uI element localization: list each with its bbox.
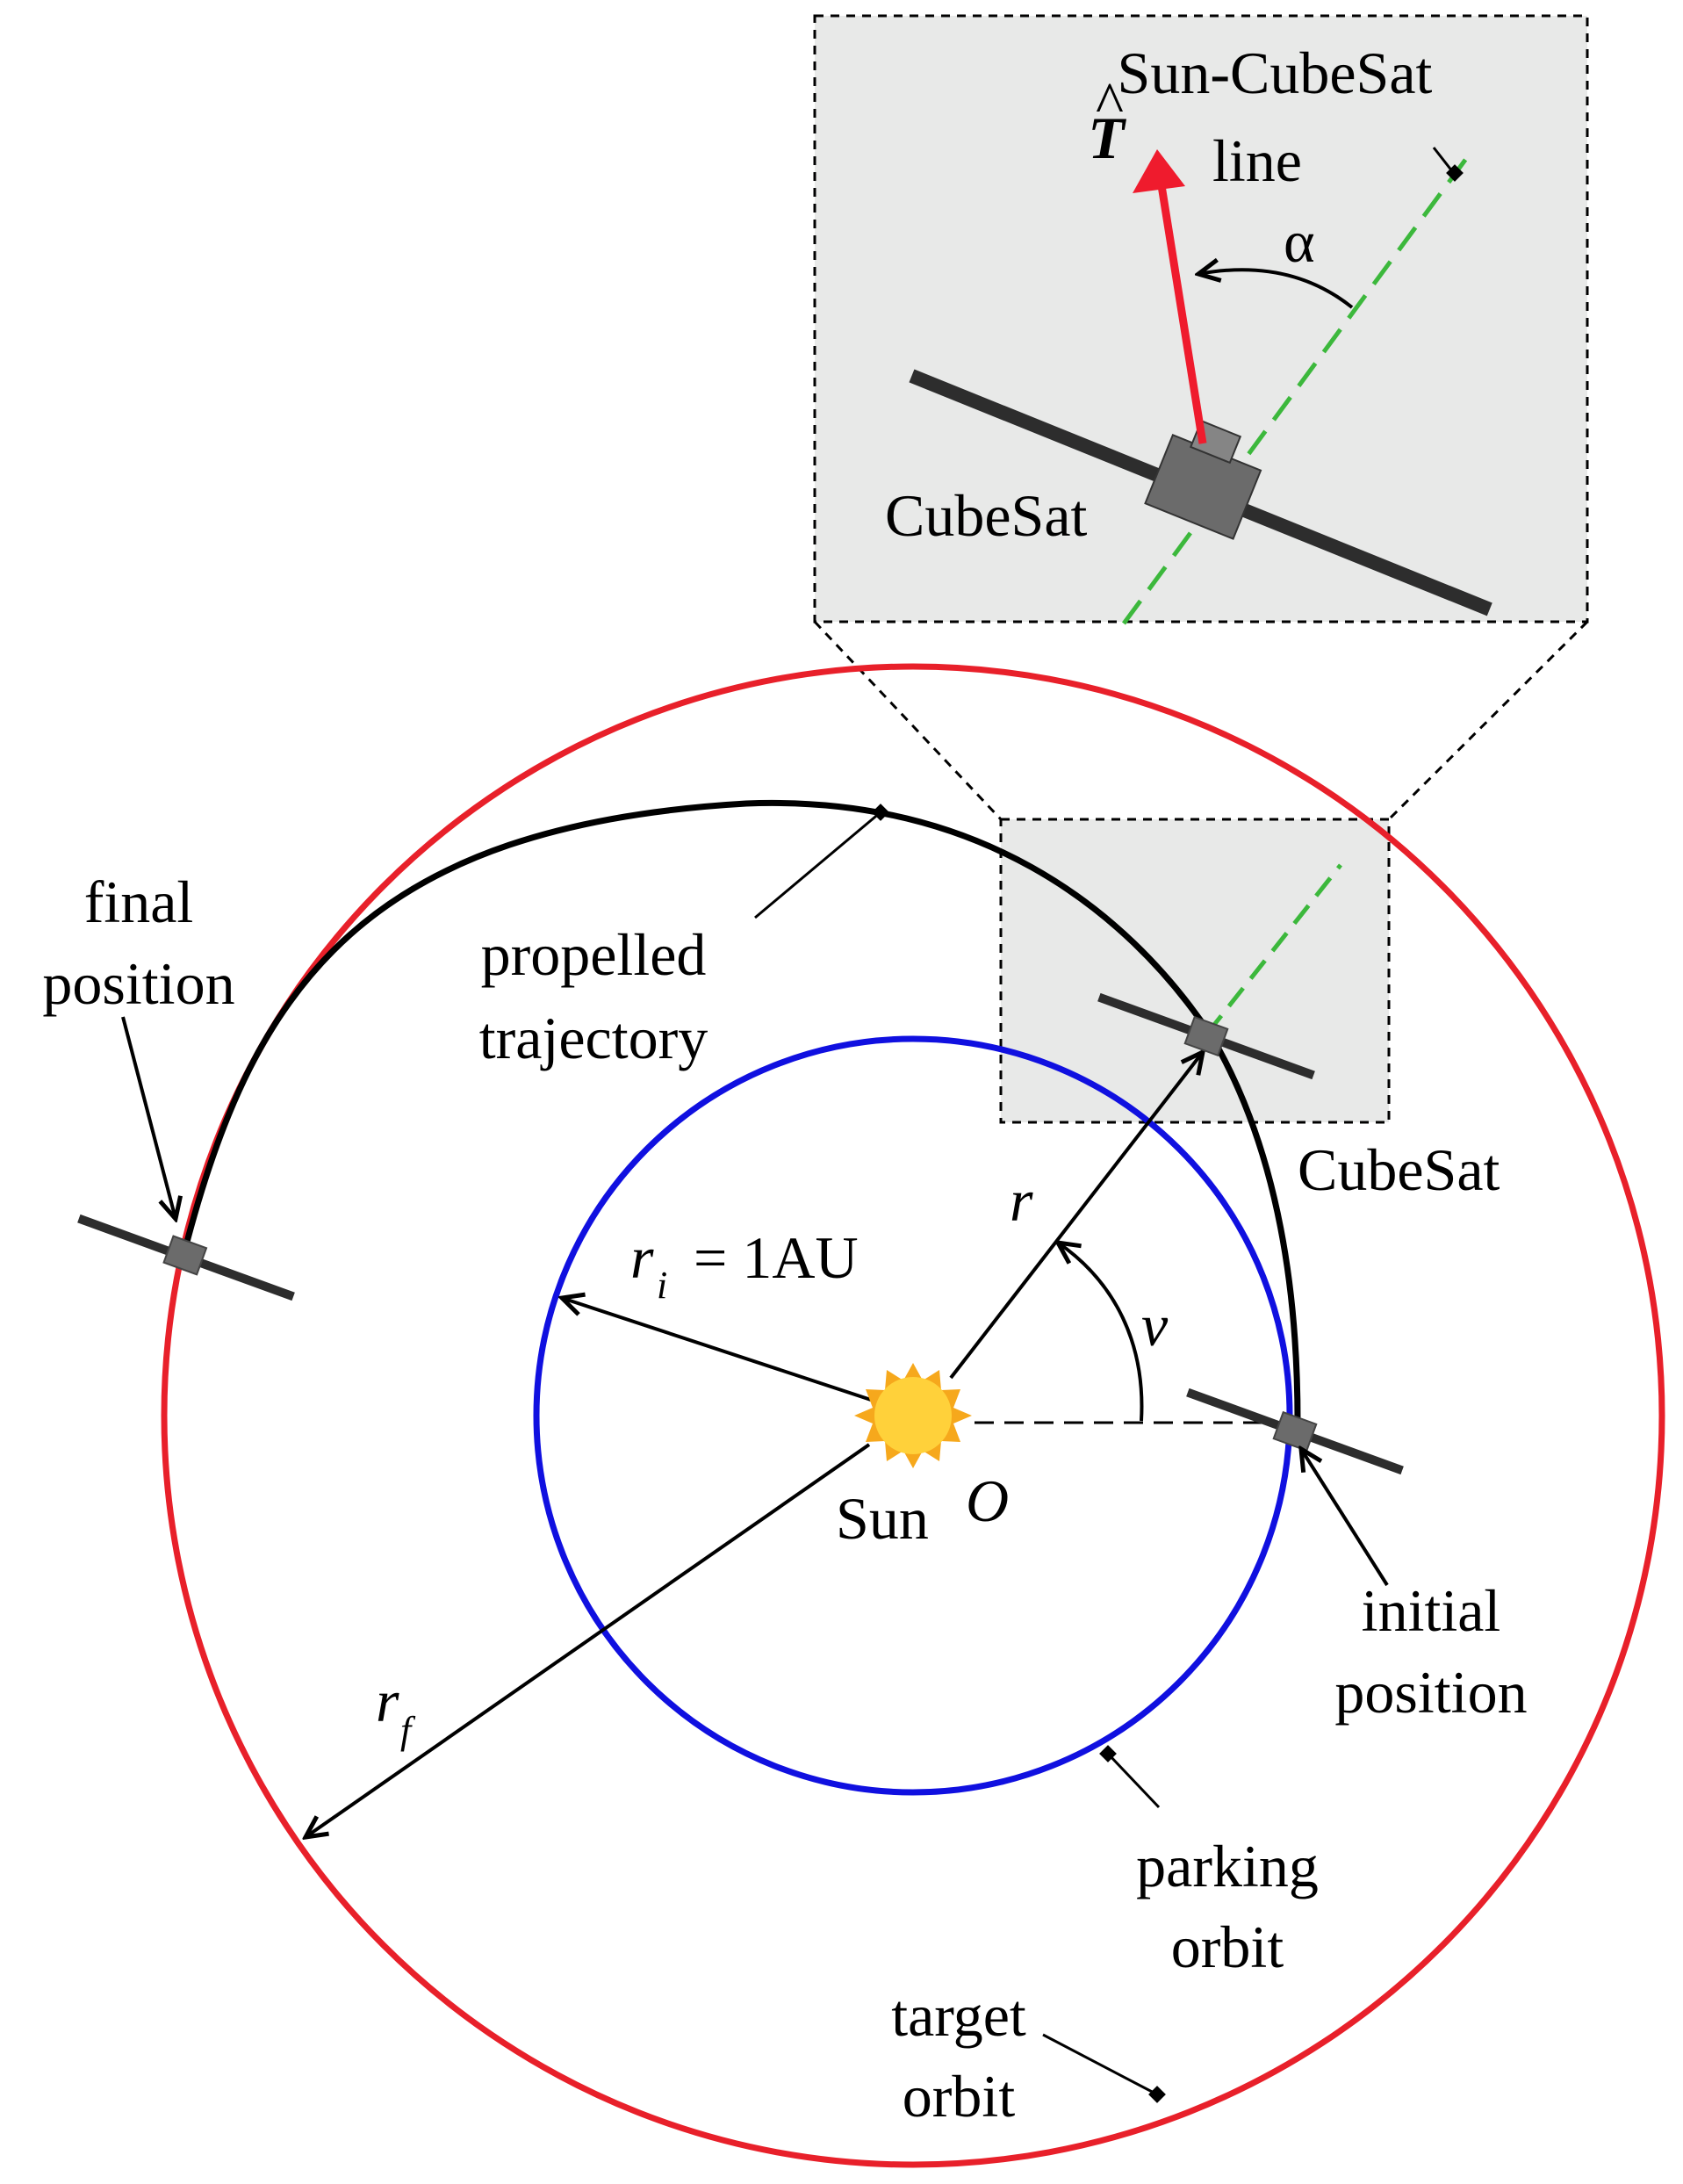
zoom-region-box bbox=[999, 818, 1391, 1124]
sun-cubesat-marker bbox=[1446, 164, 1464, 182]
nu-label: ν bbox=[1141, 1292, 1169, 1359]
spacecraft-final-icon bbox=[77, 1214, 295, 1301]
radius-vector-rf bbox=[306, 1443, 871, 1837]
target-orbit-label-2: orbit bbox=[903, 2063, 1016, 2130]
zoom-connector-left bbox=[813, 620, 1003, 821]
propelled-trajectory-label: propelled bbox=[481, 921, 707, 988]
ri-subscript: i bbox=[657, 1264, 667, 1307]
initial-position-label-2: position bbox=[1334, 1659, 1527, 1726]
radius-vector-ri bbox=[562, 1298, 874, 1402]
parking-orbit-label: parking bbox=[1136, 1833, 1319, 1899]
propelled-trajectory-path bbox=[183, 799, 1301, 1422]
rf-symbol: r bbox=[376, 1668, 399, 1734]
target-orbit-marker bbox=[1148, 2086, 1166, 2103]
initial-position-label: initial bbox=[1362, 1577, 1501, 1644]
target-orbit-label: target bbox=[891, 1982, 1026, 2049]
radius-vector-r bbox=[949, 1052, 1203, 1380]
initial-position-arrow bbox=[1301, 1449, 1389, 1587]
propelled-trajectory-label-2: trajectory bbox=[479, 1005, 708, 1071]
parking-orbit-label-2: orbit bbox=[1171, 1914, 1284, 1980]
sun-label: Sun bbox=[836, 1485, 929, 1552]
final-position-label-2: position bbox=[42, 950, 234, 1017]
parking-orbit-marker bbox=[1099, 1745, 1117, 1762]
cubesat-main-label: CubeSat bbox=[1298, 1136, 1500, 1203]
thrust-hat: ^ bbox=[1096, 69, 1124, 136]
origin-label: O bbox=[966, 1467, 1009, 1534]
thrust-symbol: T bbox=[1088, 105, 1126, 171]
ri-value: = 1AU bbox=[694, 1224, 859, 1291]
sun-icon bbox=[854, 1363, 972, 1468]
alpha-angle-arc bbox=[1198, 270, 1354, 309]
spacecraft-transit-icon bbox=[1097, 992, 1315, 1080]
spacecraft-initial-icon bbox=[1186, 1388, 1404, 1475]
trajectory-leader bbox=[754, 811, 881, 919]
sun-cubesat-line-label-2: line bbox=[1212, 127, 1302, 194]
final-position-label: final bbox=[84, 869, 194, 935]
r-label: r bbox=[1010, 1167, 1033, 1234]
sun-cubesat-line-inset bbox=[1121, 155, 1471, 625]
target-orbit-leader bbox=[1042, 2033, 1158, 2096]
cubesat-inset-label: CubeSat bbox=[885, 482, 1088, 549]
thrust-vector bbox=[1156, 179, 1207, 444]
parking-orbit-leader bbox=[1106, 1752, 1161, 1809]
zoom-connector-right bbox=[1387, 620, 1589, 821]
thrust-arrowhead bbox=[1133, 149, 1185, 193]
ri-symbol: r bbox=[630, 1224, 654, 1291]
rf-subscript: f bbox=[400, 1709, 416, 1752]
alpha-label: α bbox=[1284, 208, 1315, 275]
spacecraft-inset-icon bbox=[909, 369, 1492, 616]
sun-cubesat-line-label: Sun-CubeSat bbox=[1118, 40, 1433, 106]
target-orbit-circle bbox=[161, 663, 1665, 2168]
nu-angle-arc bbox=[1058, 1243, 1144, 1422]
final-position-arrow bbox=[121, 1016, 176, 1219]
sun-cubesat-line-main bbox=[1205, 863, 1342, 1035]
